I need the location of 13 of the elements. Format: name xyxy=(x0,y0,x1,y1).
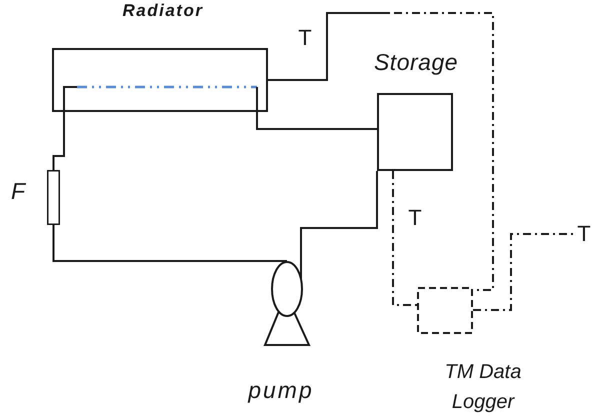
signal-line xyxy=(392,171,417,306)
component-label: pump xyxy=(248,376,314,404)
signal-line xyxy=(268,12,494,291)
pipe-line xyxy=(300,171,378,261)
signal-line xyxy=(473,233,576,311)
component-label: TM Data Logger xyxy=(444,360,522,415)
sensor-label: T xyxy=(576,221,592,247)
pipe-line xyxy=(256,112,377,130)
component-label: Radiator xyxy=(122,1,204,21)
component-label: Storage xyxy=(374,48,458,76)
pipe-line xyxy=(52,225,287,262)
pipe-line xyxy=(52,112,65,170)
component-label: F xyxy=(10,178,26,204)
